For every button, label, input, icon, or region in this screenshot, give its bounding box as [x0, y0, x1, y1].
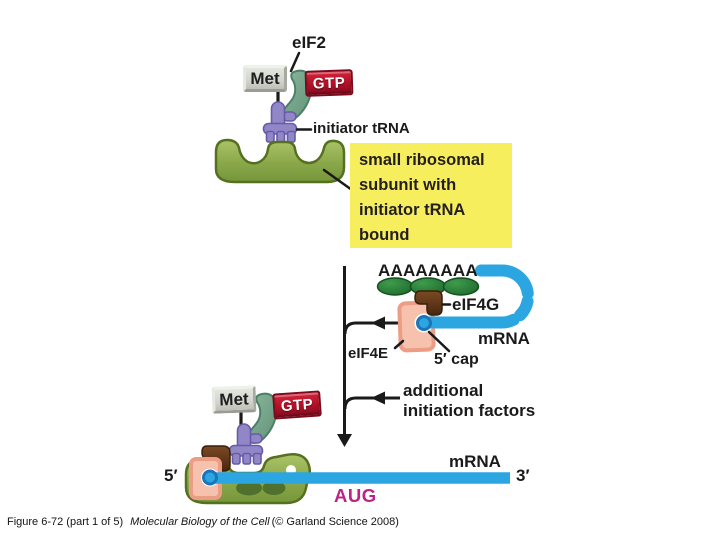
pathway-arrowhead-down — [337, 434, 352, 447]
factors-line-2: initiation factors — [403, 401, 536, 420]
mrna-loop-label: mRNA — [478, 329, 530, 348]
gtp-box-top: GTP — [304, 69, 354, 97]
three-prime-label: 3′ — [516, 466, 530, 485]
small-ribosomal-subunit-shape — [214, 138, 346, 184]
callout-small-subunit: small ribosomal subunit with initiator t… — [350, 143, 512, 248]
caption-suffix: (© Garland Science 2008) — [271, 516, 399, 528]
initiator-trna-shape-bottom — [228, 423, 264, 465]
eif4e-label: eIF4E — [348, 345, 389, 362]
polya-tail-label: AAAAAAAA — [378, 261, 478, 280]
subunit-lobe-left — [236, 480, 262, 496]
merge-arrow-factors-branch — [343, 396, 400, 410]
met-box-top: Met — [243, 65, 287, 92]
met-box-bottom: Met — [211, 385, 257, 414]
factors-line-1: additional — [403, 381, 484, 400]
merge-arrow-eif4e-branch — [343, 321, 400, 335]
caption-book-title: Molecular Biology of the Cell — [130, 516, 270, 528]
callout-line: small ribosomal — [359, 151, 485, 169]
callout-line: initiator tRNA — [359, 201, 466, 219]
five-prime-cap-label: 5′ cap — [434, 351, 479, 368]
leader-line-eif4e — [393, 339, 405, 350]
aug-label: AUG — [334, 485, 377, 506]
caption-prefix: Figure 6-72 (part 1 of 5) — [7, 516, 124, 528]
mrna-strand-loop — [418, 264, 534, 329]
callout-line: subunit with — [359, 176, 457, 194]
mrna-label: mRNA — [449, 452, 501, 471]
callout-line: bound — [359, 226, 410, 244]
subunit-lobe-right — [262, 481, 286, 495]
eif4g-label: eIF4G — [452, 295, 500, 314]
leader-line-eif2 — [289, 51, 301, 73]
five-prime-label: 5′ — [164, 466, 178, 485]
merge-arrowhead-factors — [371, 391, 385, 405]
cap-dot-loop — [416, 315, 432, 331]
merge-arrowhead-eif4e — [371, 316, 385, 330]
initiator-trna-label: initiator tRNA — [313, 120, 410, 137]
eif2-label: eIF2 — [292, 33, 327, 52]
gtp-box-bottom: GTP — [272, 390, 322, 420]
additional-factors-label: additional initiation factors — [403, 381, 535, 421]
leader-line-cap — [427, 330, 451, 353]
figure-caption: Figure 6-72 (part 1 of 5) Molecular Biolo… — [7, 516, 399, 528]
leader-line-callout — [322, 168, 354, 192]
initiator-trna-shape-top — [262, 101, 298, 143]
cap-dot-bottom — [202, 469, 218, 486]
eif4g-protein-shape-loop — [414, 290, 443, 316]
